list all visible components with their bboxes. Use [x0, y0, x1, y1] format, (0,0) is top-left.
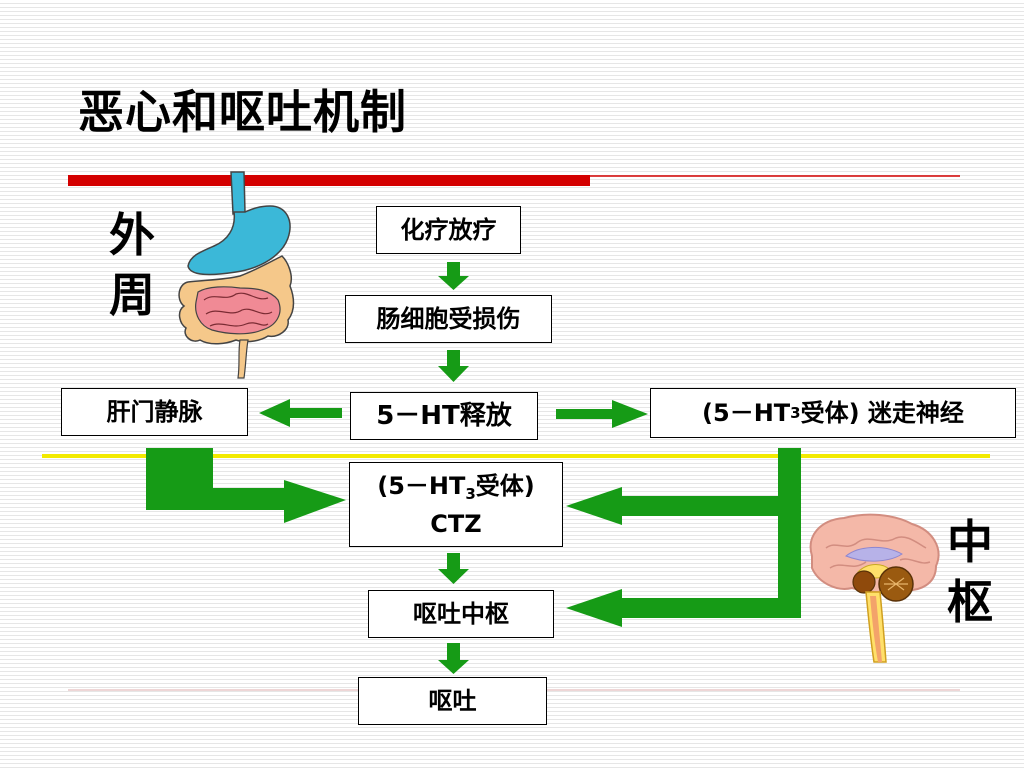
node-ctz: (5－HT3受体) CTZ: [349, 462, 563, 547]
node-release-num: 5－: [376, 401, 421, 431]
node-ctz-label-b: 受体): [475, 471, 535, 500]
arrow-down-3: [438, 553, 469, 584]
node-portal-label: 肝门静脉: [106, 398, 203, 426]
arrow-to-vagus: [556, 400, 648, 428]
node-vomiting: 呕吐: [358, 677, 547, 725]
label-central: 中枢: [947, 515, 993, 629]
arrow-down-4: [438, 643, 469, 674]
node-damage-label: 肠细胞受损伤: [376, 305, 521, 333]
node-chemo-radiotherapy: 化疗放疗: [376, 206, 521, 254]
node-ctz-line2: CTZ: [430, 509, 482, 538]
arrow-to-portal: [259, 399, 342, 427]
node-chemo-label: 化疗放疗: [400, 216, 497, 244]
node-ctz-label-a: (5－HT: [377, 471, 466, 500]
arrow-down-2: [438, 350, 469, 382]
node-vomit-label: 呕吐: [428, 687, 477, 715]
node-vagus-label-a: (5－HT: [702, 399, 791, 427]
node-ctz-line1: (5－HT3受体): [377, 471, 535, 509]
vagus-branch-center: [622, 598, 801, 618]
yellow-rule: [42, 454, 990, 458]
node-release-label: HT释放: [420, 401, 512, 431]
portal-arrowhead: [284, 480, 346, 523]
node-center-label: 呕吐中枢: [413, 600, 509, 628]
page-title: 恶心和呕吐机制: [78, 85, 407, 139]
vagus-arrowhead-center: [566, 589, 622, 627]
vagus-arrowhead-ctz: [566, 487, 622, 525]
vagus-branch-ctz: [622, 496, 801, 516]
node-vomiting-center: 呕吐中枢: [368, 590, 554, 638]
node-5ht-release: 5－HT释放: [350, 392, 538, 440]
arrow-down-1: [438, 262, 469, 290]
node-intestinal-cell-damage: 肠细胞受损伤: [345, 295, 552, 343]
label-peripheral: 外周: [109, 208, 155, 322]
vagus-vertical: [778, 448, 801, 618]
node-portal-vein: 肝门静脉: [61, 388, 248, 436]
node-ctz-subscript: 3: [465, 484, 476, 503]
portal-right: [146, 488, 284, 510]
node-vagus-label-b: 受体) 迷走神经: [800, 399, 964, 427]
node-vagus-subscript: 3: [790, 404, 801, 422]
red-rule: [68, 175, 590, 186]
